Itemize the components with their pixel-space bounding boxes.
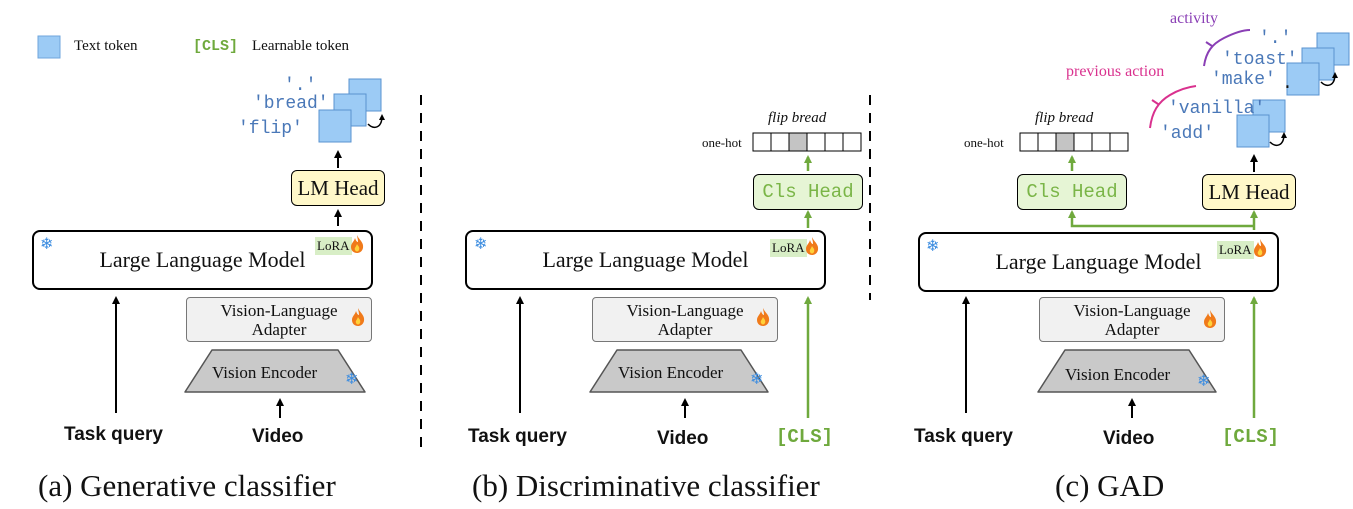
cls-input-label-c: [CLS] <box>1222 426 1280 448</box>
snowflake-icon: ❄ <box>474 236 488 253</box>
llm-label-b: Large Language Model <box>542 247 749 272</box>
llm-label-c: Large Language Model <box>995 249 1202 274</box>
one-hot-vector-c <box>1019 132 1129 152</box>
snowflake-icon: ❄ <box>345 371 359 388</box>
cls-head-label-c: Cls Head <box>1026 181 1118 203</box>
token-c-activity-1: 'toast' <box>1222 50 1298 70</box>
llm-box-b: Large Language Model <box>465 230 826 290</box>
flip-bread-label-b: flip bread <box>768 110 827 126</box>
vision-encoder-shape-a <box>184 349 366 393</box>
cls-head-box-c: Cls Head <box>1017 174 1127 210</box>
token-c-activity-2: 'make' <box>1211 70 1276 90</box>
token-a-2: 'flip' <box>238 119 303 139</box>
snowflake-icon: ❄ <box>750 371 764 388</box>
legend-text-token-label: Text token <box>74 38 138 54</box>
adapter-line2-a: Adapter <box>251 319 307 339</box>
caption-c: (c) GAD <box>1055 468 1165 503</box>
adapter-line2-b: Adapter <box>657 319 713 339</box>
lora-badge-a: LoRA <box>315 237 352 255</box>
adapter-box-a: Vision-Language Adapter <box>186 297 372 342</box>
token-c-activity-0: '.' <box>1259 29 1292 49</box>
token-a-1: 'bread' <box>253 94 329 114</box>
adapter-box-b: Vision-Language Adapter <box>592 297 778 342</box>
video-label-b: Video <box>657 428 709 449</box>
video-label-c: Video <box>1103 428 1155 449</box>
lora-badge-b: LoRA <box>770 239 807 257</box>
fire-icon <box>1254 239 1267 257</box>
fire-icon <box>1204 310 1217 328</box>
fire-icon <box>352 308 365 326</box>
fire-icon <box>351 235 364 253</box>
token-c-previous-0: 'vanilla' <box>1168 99 1266 119</box>
lm-head-box-c: LM Head <box>1202 174 1296 210</box>
flip-bread-label-c: flip bread <box>1035 110 1094 126</box>
activity-label: activity <box>1170 10 1218 27</box>
video-label-a: Video <box>252 426 304 447</box>
legend-cls-label: Learnable token <box>252 38 350 54</box>
legend-token-square <box>37 35 61 59</box>
snowflake-icon: ❄ <box>926 238 940 255</box>
previous-action-bracket <box>1149 85 1197 129</box>
previous-action-label: previous action <box>1066 63 1165 80</box>
one-hot-label-c: one-hot <box>964 135 1004 150</box>
vision-encoder-label-a: Vision Encoder <box>212 363 318 382</box>
adapter-line2-c: Adapter <box>1104 319 1160 339</box>
vision-encoder-shape-b <box>589 349 769 393</box>
llm-label-a: Large Language Model <box>99 247 306 272</box>
vision-encoder-shape-c <box>1037 349 1217 393</box>
lora-badge-c: LoRA <box>1217 241 1254 259</box>
task-query-label-b: Task query <box>468 426 567 447</box>
snowflake-icon: ❄ <box>1197 373 1211 390</box>
one-hot-label-b: one-hot <box>702 135 742 150</box>
fire-icon <box>806 237 819 255</box>
adapter-box-c: Vision-Language Adapter <box>1039 297 1225 342</box>
arrow-branch-clshead-c <box>1068 210 1254 228</box>
adapter-line1-c: Vision-Language <box>1073 300 1191 320</box>
token-c-activity-3: . <box>1282 74 1293 94</box>
caption-a: (a) Generative classifier <box>38 468 336 503</box>
task-query-label-c: Task query <box>914 426 1013 447</box>
activity-bracket <box>1203 29 1251 67</box>
cls-input-label-b: [CLS] <box>776 426 834 448</box>
lm-head-box-a: LM Head <box>291 170 385 206</box>
lm-head-label-a: LM Head <box>297 175 379 200</box>
task-query-label-a: Task query <box>64 424 163 445</box>
legend-cls-tag: [CLS] <box>193 38 239 55</box>
fire-icon <box>757 308 770 326</box>
caption-b: (b) Discriminative classifier <box>472 468 820 503</box>
one-hot-vector-b <box>752 132 862 152</box>
cls-head-label-b: Cls Head <box>762 181 854 203</box>
cls-head-box-b: Cls Head <box>753 174 863 210</box>
token-c-previous-1: 'add' <box>1160 124 1215 144</box>
adapter-line1-b: Vision-Language <box>626 300 744 320</box>
lm-head-label-c: LM Head <box>1208 179 1290 204</box>
snowflake-icon: ❄ <box>40 236 54 253</box>
vision-encoder-label-b: Vision Encoder <box>618 363 724 382</box>
adapter-line1-a: Vision-Language <box>220 300 338 320</box>
token-a-0: '.' <box>284 76 317 96</box>
vision-encoder-label-c: Vision Encoder <box>1065 365 1171 384</box>
